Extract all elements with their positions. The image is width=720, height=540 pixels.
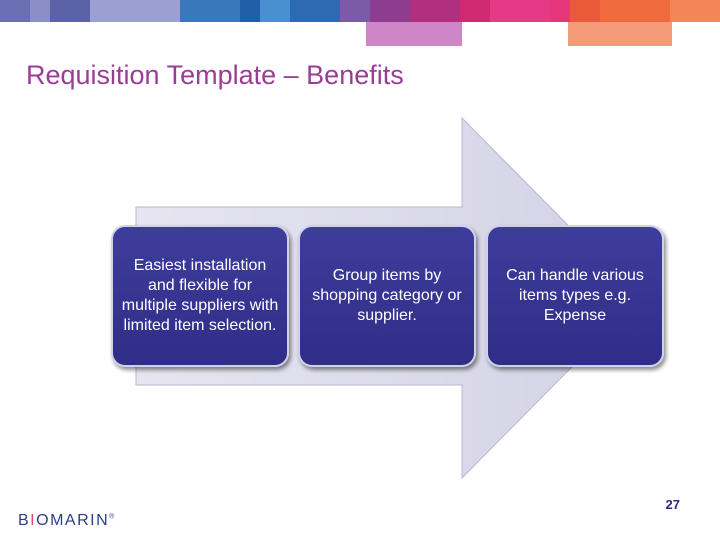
page-title: Requisition Template – Benefits <box>26 60 404 90</box>
step-box-2-text: Group items by shopping category or supp… <box>312 267 462 324</box>
step-box-3: Can handle various items types e.g. Expe… <box>486 225 664 367</box>
page-number: 27 <box>665 497 680 512</box>
company-logo: BIOMARIN® <box>18 512 116 529</box>
step-box-2: Group items by shopping category or supp… <box>298 225 476 367</box>
step-box-1: Easiest installation and flexible for mu… <box>111 225 289 367</box>
step-box-3-text: Can handle various items types e.g. Expe… <box>506 267 644 324</box>
step-box-1-text: Easiest installation and flexible for mu… <box>121 257 279 334</box>
top-color-band <box>0 0 720 46</box>
